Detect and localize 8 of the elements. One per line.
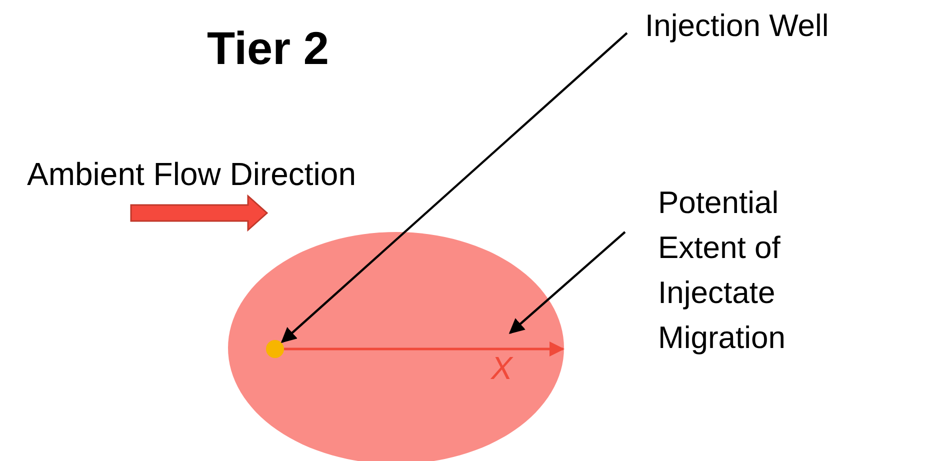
title: Tier 2 [207, 21, 329, 76]
edge-label: X [491, 350, 512, 386]
measure-arrow [284, 342, 564, 356]
flow-label: Ambient Flow Direction [27, 155, 356, 194]
leader-line [280, 32, 628, 344]
label-text: Injection Well [645, 6, 829, 46]
leader-line [508, 231, 626, 334]
label-text: Potential Extent of Injectate Migration [658, 180, 858, 360]
